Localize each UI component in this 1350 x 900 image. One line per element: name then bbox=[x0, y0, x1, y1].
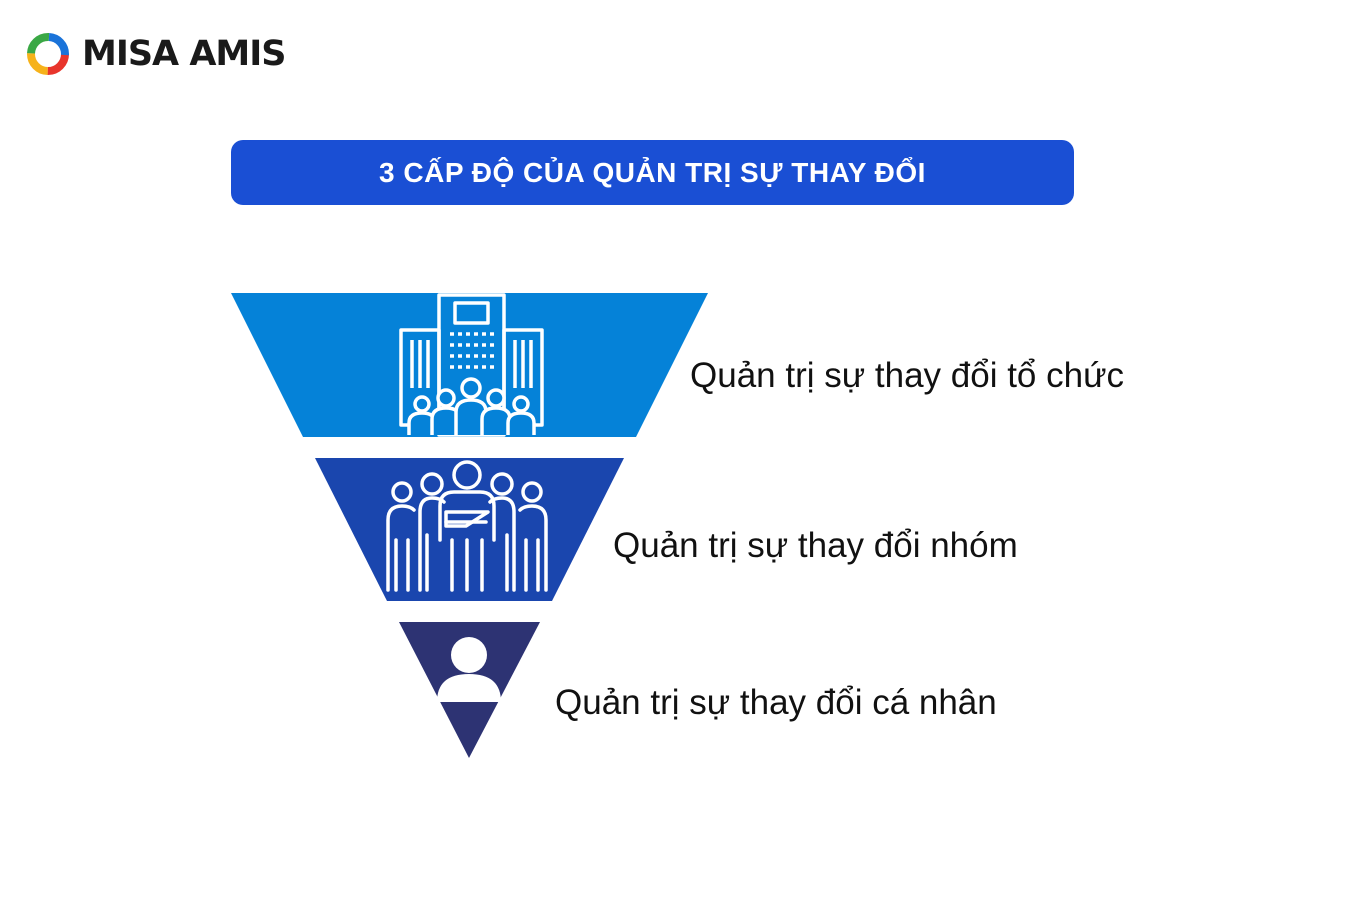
brand-logo: MISA AMIS bbox=[24, 30, 286, 78]
title-banner: 3 CẤP ĐỘ CỦA QUẢN TRỊ SỰ THAY ĐỔI bbox=[231, 140, 1074, 205]
misa-amis-logo-icon bbox=[27, 33, 69, 75]
level-1-trapezoid bbox=[231, 293, 708, 437]
brand-name: MISA AMIS bbox=[82, 34, 286, 74]
team-group-icon bbox=[386, 460, 548, 592]
diagram-title: 3 CẤP ĐỘ CỦA QUẢN TRỊ SỰ THAY ĐỔI bbox=[379, 156, 926, 188]
level-3-label: Quản trị sự thay đổi cá nhân bbox=[555, 683, 997, 722]
level-2-trapezoid bbox=[315, 458, 624, 601]
level-2-label: Quản trị sự thay đổi nhóm bbox=[613, 526, 1018, 565]
individual-person-icon bbox=[437, 637, 501, 702]
level-1-label: Quản trị sự thay đổi tổ chức bbox=[690, 356, 1124, 395]
organization-building-icon bbox=[399, 293, 544, 437]
